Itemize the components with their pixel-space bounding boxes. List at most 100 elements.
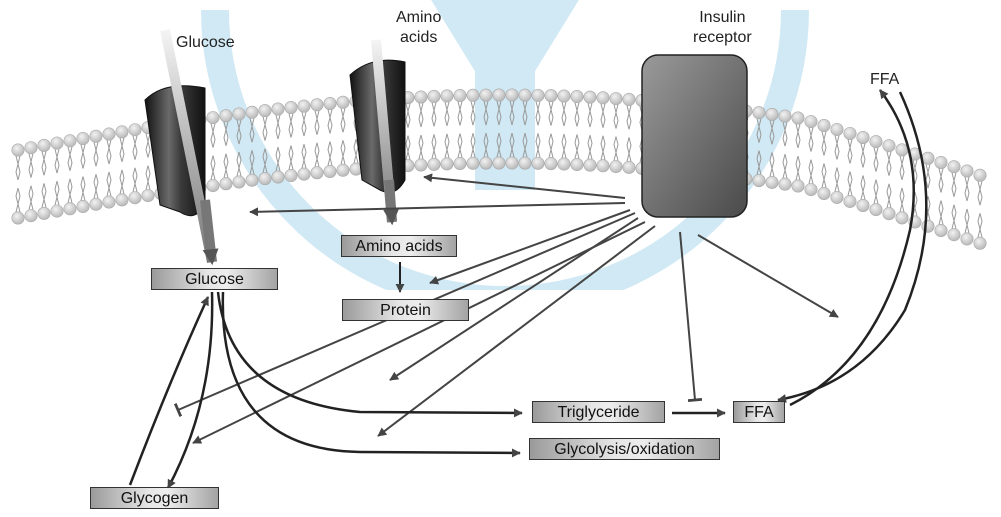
lipid-tail: [770, 120, 774, 176]
lipid-head-inner: [558, 158, 570, 170]
box-ffa: FFA: [733, 401, 785, 423]
lipid-head-inner: [441, 158, 453, 170]
lipid-tail: [978, 181, 982, 237]
lipid-tail: [809, 128, 813, 184]
insulin-receptor: [642, 55, 747, 217]
lipid-tail: [523, 101, 527, 157]
lipid-head-inner: [77, 200, 89, 212]
lipid-head-outer: [493, 89, 505, 101]
lipid-head-outer: [12, 144, 24, 156]
label-insulin-receptor: Insulin receptor: [693, 8, 752, 48]
lipid-head-outer: [753, 106, 765, 118]
lipid-head-outer: [545, 89, 557, 101]
box-protein: Protein: [342, 299, 469, 321]
lipid-tail: [289, 114, 293, 170]
lipid-tail: [107, 140, 111, 196]
lipid-head-inner: [805, 183, 817, 195]
arrow-to-ffa-export: [698, 235, 838, 317]
lipid-head-outer: [77, 132, 89, 144]
lipid-tail: [211, 124, 215, 180]
lipid-head-outer: [116, 126, 128, 138]
lipid-head-outer: [571, 90, 583, 102]
lipid-tail: [536, 101, 540, 157]
lipid-tail: [224, 122, 228, 178]
lipid-head-outer: [766, 108, 778, 120]
lipid-head-outer: [844, 127, 856, 139]
lipid-head-inner: [311, 167, 323, 179]
lipid-head-outer: [870, 135, 882, 147]
lipid-tail: [445, 102, 449, 158]
lipid-head-outer: [103, 128, 115, 140]
lipid-tail: [68, 147, 72, 203]
lipid-tail: [250, 118, 254, 174]
lipid-head-inner: [142, 189, 154, 201]
lipid-tail: [406, 104, 410, 160]
lipid-tail: [965, 177, 969, 233]
lipid-tail: [588, 103, 592, 159]
lipid-head-outer: [311, 99, 323, 111]
lipid-head-inner: [961, 233, 973, 245]
lipid-head-outer: [779, 110, 791, 122]
lipid-head-outer: [532, 89, 544, 101]
lipid-head-outer: [974, 169, 986, 181]
label-amino-line1: Amino: [396, 8, 441, 28]
lipid-head-outer: [831, 123, 843, 135]
lipid-tail: [302, 112, 306, 168]
label-amino-line2: acids: [396, 28, 441, 48]
lipid-head-outer: [272, 103, 284, 115]
lipid-head-inner: [129, 191, 141, 203]
lipid-tail: [497, 101, 501, 157]
box-glycolysis-oxidation: Glycolysis/oxidation: [529, 438, 720, 460]
arrow-to-protein: [430, 210, 630, 283]
lipid-head-inner: [545, 157, 557, 169]
label-insulin-line1: Insulin: [693, 8, 752, 28]
lipid-head-outer: [883, 140, 895, 152]
lipid-head-inner: [272, 171, 284, 183]
lipid-head-inner: [948, 229, 960, 241]
lipid-head-outer: [584, 91, 596, 103]
lipid-head-inner: [844, 195, 856, 207]
lipid-head-outer: [233, 108, 245, 120]
inhibit-lipolysis: [680, 232, 695, 400]
lipid-head-inner: [467, 157, 479, 169]
lipid-head-inner: [38, 207, 50, 219]
lipid-head-outer: [558, 90, 570, 102]
lipid-tail: [822, 131, 826, 187]
lipid-head-inner: [246, 174, 258, 186]
lipid-head-inner: [90, 198, 102, 210]
lipid-head-inner: [285, 169, 297, 181]
lipid-head-inner: [623, 161, 635, 173]
glycogen-to-glucose-arrow: [130, 297, 208, 485]
lipid-head-inner: [779, 178, 791, 190]
lipid-head-inner: [298, 168, 310, 180]
lipid-tail: [874, 148, 878, 204]
lipid-tail: [471, 101, 475, 157]
lipid-head-inner: [454, 157, 466, 169]
lipid-head-outer: [480, 89, 492, 101]
lipid-tail: [835, 135, 839, 191]
lipid-head-inner: [532, 157, 544, 169]
arrow-to-glucose-transporter: [250, 203, 625, 212]
lipid-tail: [432, 102, 436, 158]
lipid-head-inner: [337, 164, 349, 176]
lipid-head-inner: [64, 203, 76, 215]
lipid-head-inner: [610, 160, 622, 172]
lipid-head-outer: [857, 131, 869, 143]
lipid-head-outer: [519, 89, 531, 101]
lipid-tail: [952, 173, 956, 229]
label-glucose-external: Glucose: [176, 33, 235, 53]
lipid-tail: [81, 145, 85, 201]
lipid-head-inner: [922, 220, 934, 232]
lipid-head-outer: [259, 104, 271, 116]
lipid-head-outer: [935, 156, 947, 168]
lipid-head-outer: [90, 130, 102, 142]
lipid-tail: [627, 105, 631, 161]
lipid-tail: [276, 115, 280, 171]
lipid-head-inner: [51, 205, 63, 217]
lipid-tail: [133, 136, 137, 192]
lipid-head-outer: [415, 91, 427, 103]
lipid-tail: [484, 101, 488, 157]
lipid-head-outer: [792, 112, 804, 124]
lipid-tail: [887, 152, 891, 208]
